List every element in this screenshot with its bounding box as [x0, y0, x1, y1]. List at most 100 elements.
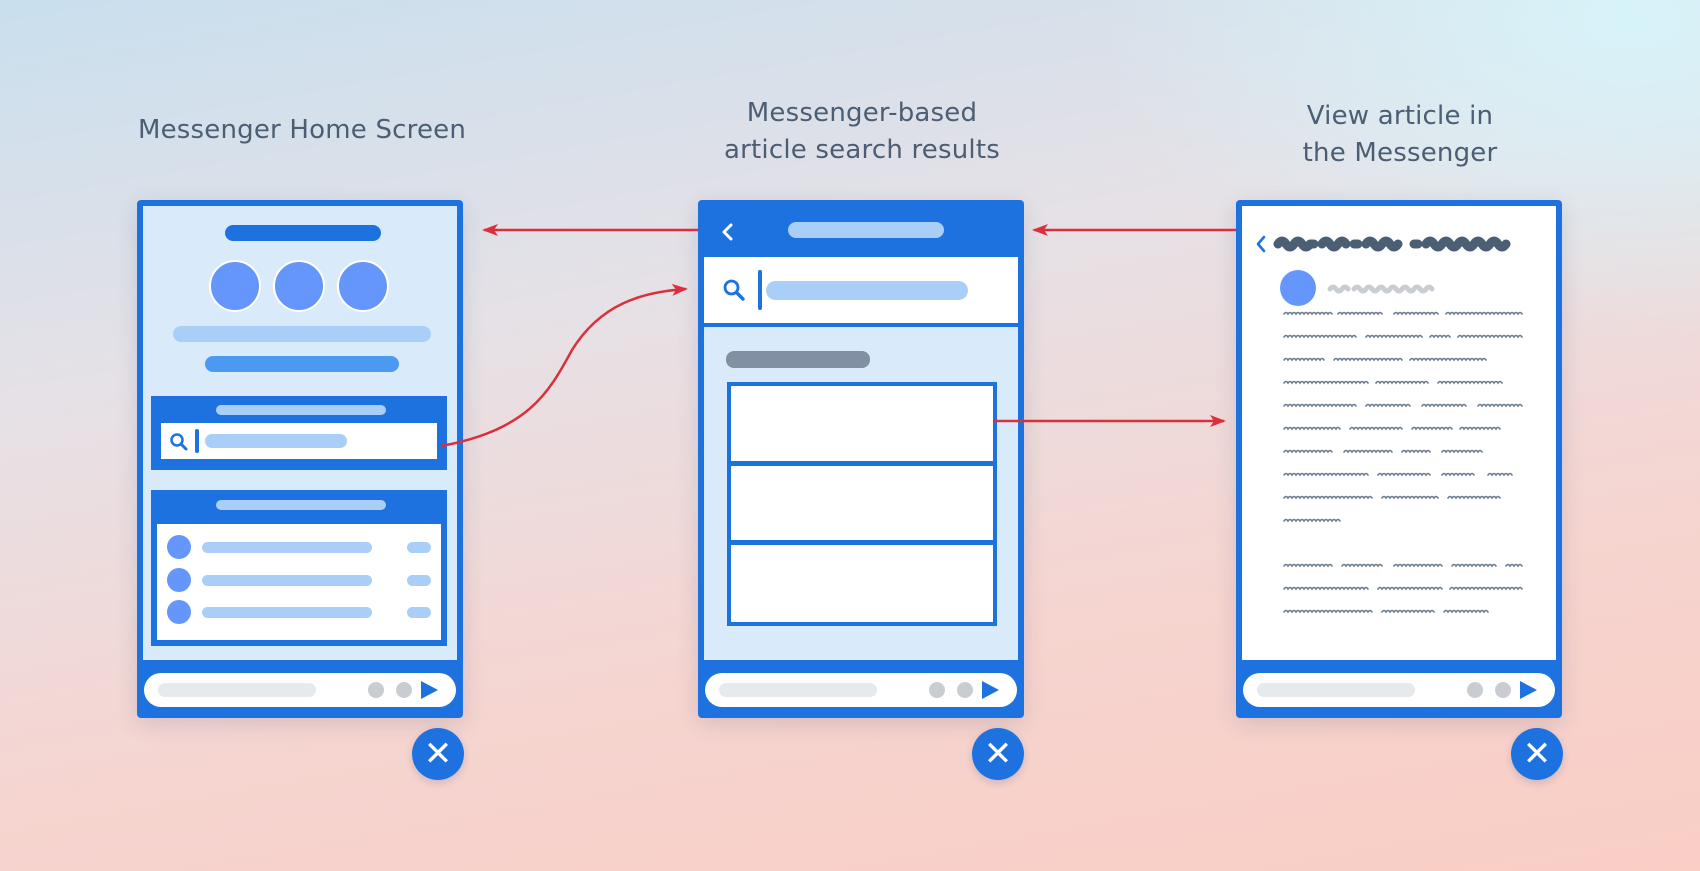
search-card [151, 396, 447, 470]
body-text-scribble [1337, 311, 1383, 316]
close-icon: ✕ [983, 734, 1013, 774]
search-icon [170, 433, 188, 451]
avatar[interactable] [209, 260, 261, 312]
body-text-scribble [1283, 449, 1333, 454]
attachment-icon[interactable] [396, 682, 412, 698]
close-button[interactable]: ✕ [972, 728, 1024, 780]
avatar [167, 535, 191, 559]
article-result[interactable] [731, 545, 993, 622]
close-button[interactable]: ✕ [412, 728, 464, 780]
search-placeholder [205, 434, 347, 448]
list-item-time [407, 542, 431, 553]
avatar[interactable] [273, 260, 325, 312]
search-header [704, 206, 1018, 257]
phone-article-view [1236, 200, 1562, 718]
avatar[interactable] [337, 260, 389, 312]
body-text-scribble [1377, 472, 1431, 477]
author-avatar [1280, 270, 1316, 306]
composer-placeholder [1257, 683, 1415, 697]
send-icon[interactable] [421, 681, 438, 699]
body-text-scribble [1457, 334, 1523, 339]
conversation-list [157, 524, 441, 640]
body-text-scribble [1449, 586, 1523, 591]
emoji-icon[interactable] [1467, 682, 1483, 698]
list-item[interactable] [157, 534, 441, 560]
body-text-scribble [1451, 563, 1497, 568]
home-screen [143, 206, 457, 660]
author-name-scribble [1327, 284, 1435, 294]
attachment-icon[interactable] [1495, 682, 1511, 698]
recent-card-title [216, 500, 386, 510]
send-icon[interactable] [1520, 681, 1537, 699]
body-text-scribble [1343, 449, 1393, 454]
body-text-scribble [1393, 563, 1443, 568]
article-result[interactable] [731, 466, 993, 540]
header-title [788, 222, 944, 238]
avatar [167, 568, 191, 592]
body-text-scribble [1445, 311, 1523, 316]
emoji-icon[interactable] [929, 682, 945, 698]
message-composer[interactable] [1243, 673, 1555, 707]
arrow-home-search-to-results [440, 283, 688, 448]
body-text-scribble [1441, 449, 1483, 454]
body-text-scribble [1443, 609, 1489, 614]
body-text-scribble [1381, 609, 1435, 614]
phone-search-results [698, 200, 1024, 718]
article-body-scribble [1283, 311, 1523, 614]
avatar [167, 600, 191, 624]
body-text-scribble [1429, 334, 1451, 339]
article-result[interactable] [731, 386, 993, 461]
message-composer[interactable] [144, 673, 456, 707]
results-divider [704, 323, 1018, 327]
body-text-scribble [1283, 357, 1325, 362]
results-heading [726, 351, 870, 368]
phone-home-screen [137, 200, 463, 718]
close-button[interactable]: ✕ [1511, 728, 1563, 780]
body-text-scribble [1341, 563, 1383, 568]
body-text-scribble [1349, 426, 1403, 431]
body-text-scribble [1447, 495, 1501, 500]
search-results-screen [704, 206, 1018, 660]
composer-placeholder [719, 683, 877, 697]
search-query[interactable] [766, 281, 968, 300]
body-text-scribble [1283, 311, 1333, 316]
list-item-text [202, 575, 372, 586]
body-text-scribble [1283, 495, 1373, 500]
home-title-bar [225, 225, 381, 241]
body-text-scribble [1365, 334, 1423, 339]
text-cursor [758, 270, 762, 310]
body-text-scribble [1409, 357, 1487, 362]
body-text-scribble [1283, 472, 1369, 477]
body-text-scribble [1421, 403, 1467, 408]
chevron-left-icon[interactable] [1254, 234, 1268, 254]
subtitle-line [205, 356, 399, 372]
emoji-icon[interactable] [368, 682, 384, 698]
article-screen [1242, 206, 1556, 660]
message-composer[interactable] [705, 673, 1017, 707]
caption-home-screen: Messenger Home Screen [137, 115, 467, 145]
body-text-scribble [1381, 495, 1439, 500]
body-text-scribble [1411, 426, 1453, 431]
body-text-scribble [1365, 403, 1411, 408]
body-text-scribble [1393, 311, 1439, 316]
chevron-left-icon[interactable] [720, 222, 736, 242]
search-input[interactable] [161, 423, 437, 459]
text-cursor [195, 429, 199, 453]
list-item[interactable] [157, 567, 441, 593]
body-text-scribble [1437, 380, 1503, 385]
list-item-text [202, 607, 372, 618]
results-list [727, 382, 997, 626]
attachment-icon[interactable] [957, 682, 973, 698]
list-item-time [407, 575, 431, 586]
body-text-scribble [1283, 426, 1341, 431]
search-bar [704, 257, 1018, 323]
body-text-scribble [1477, 403, 1523, 408]
body-text-scribble [1441, 472, 1475, 477]
send-icon[interactable] [982, 681, 999, 699]
body-text-scribble [1375, 380, 1429, 385]
body-text-scribble [1283, 609, 1373, 614]
body-text-scribble [1283, 586, 1369, 591]
list-item[interactable] [157, 599, 441, 625]
recent-conversations-card [151, 490, 447, 646]
